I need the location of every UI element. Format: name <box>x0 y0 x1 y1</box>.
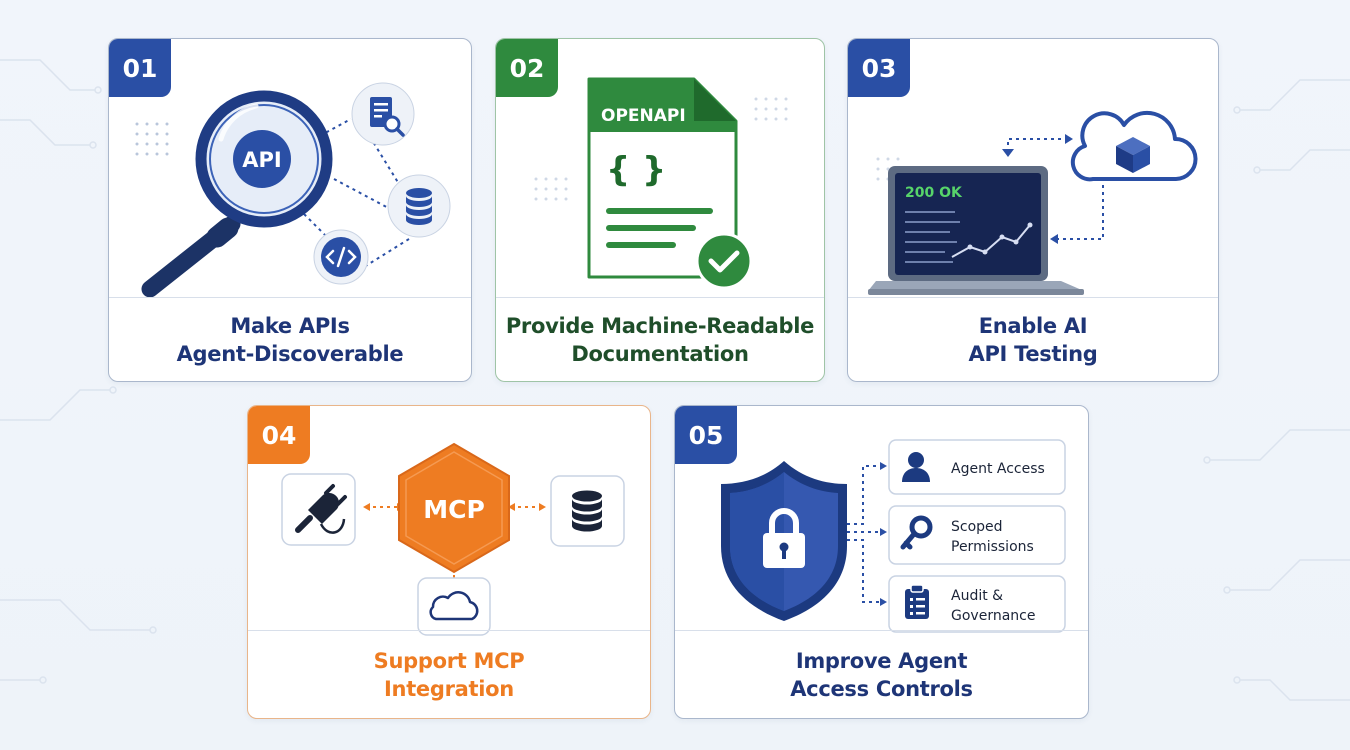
screen-status: 200 OK <box>905 185 963 201</box>
card-ai-api-testing: 200 OK 03 Enable AI API <box>847 38 1219 382</box>
magnifier-api-label: API <box>242 148 281 172</box>
caption-line2: API Testing <box>968 341 1098 366</box>
clipboard-icon <box>905 584 929 619</box>
card-mcp-integration: MCP 04 Support MCP Integration <box>247 405 651 719</box>
document-icon: OPENAPI { } <box>587 77 738 279</box>
access-item-label: Audit & <box>951 588 1003 604</box>
card-agent-access-controls: Agent Access Scoped Permissions Audit & … <box>674 405 1089 719</box>
card1-illustration: API <box>135 82 451 298</box>
card3-illustration: 200 OK <box>868 110 1198 295</box>
shield-lock-icon <box>721 461 847 621</box>
cloud-icon <box>417 577 491 636</box>
caption-line1: Enable AI <box>978 313 1088 338</box>
card4-illustration: MCP <box>281 442 625 636</box>
step-number-badge: 05 <box>675 406 737 464</box>
line-chart-icon <box>951 222 1033 258</box>
card-agent-discoverable: API 01 Make APIs Agent-Discoverable <box>108 38 472 382</box>
database-icon <box>387 174 451 238</box>
caption-line1: Provide Machine-Readable <box>505 313 815 338</box>
user-icon <box>902 452 930 482</box>
caption-line2: Access Controls <box>790 676 973 701</box>
database-icon <box>550 475 625 547</box>
document-search-icon <box>351 82 415 146</box>
caption-line1: Improve Agent <box>795 648 968 673</box>
card-machine-readable-docs: OPENAPI { } 02 Provide Machine-Readable … <box>495 38 825 382</box>
checkmark-icon <box>695 232 753 290</box>
step-number-badge: 04 <box>248 406 310 464</box>
step-number-badge: 01 <box>109 39 171 97</box>
cube-icon <box>1116 137 1150 173</box>
caption-line1: Make APIs <box>230 313 350 338</box>
laptop-icon: 200 OK <box>868 166 1084 295</box>
access-item-label: Agent Access <box>951 461 1045 477</box>
hub-label: MCP <box>423 495 485 524</box>
caption-line2: Integration <box>384 676 514 701</box>
card-caption: Improve Agent Access Controls <box>675 630 1088 718</box>
caption-line2: Documentation <box>571 341 749 366</box>
access-item-label: Governance <box>951 608 1035 624</box>
step-number-badge: 03 <box>848 39 910 97</box>
card2-illustration: OPENAPI { } <box>534 77 788 290</box>
card5-illustration: Agent Access Scoped Permissions Audit & … <box>721 439 1066 633</box>
magnifier-icon: API <box>141 90 333 298</box>
card-caption: Provide Machine-Readable Documentation <box>496 297 824 381</box>
access-item-label: Permissions <box>951 539 1034 555</box>
doc-braces: { } <box>606 150 666 190</box>
hexagon-icon: MCP <box>398 442 510 574</box>
doc-title: OPENAPI <box>601 106 686 126</box>
caption-line1: Support MCP <box>373 648 525 673</box>
cloud-icon <box>1070 110 1198 182</box>
card-caption: Support MCP Integration <box>248 630 650 718</box>
card-caption: Enable AI API Testing <box>848 297 1218 381</box>
card-caption: Make APIs Agent-Discoverable <box>109 297 471 381</box>
access-item-boxes <box>888 439 1066 633</box>
key-icon <box>900 515 933 550</box>
plug-icon <box>281 473 356 546</box>
caption-line2: Agent-Discoverable <box>176 341 404 366</box>
step-number-badge: 02 <box>496 39 558 97</box>
access-item-label: Scoped <box>951 519 1003 535</box>
code-icon <box>313 229 369 285</box>
